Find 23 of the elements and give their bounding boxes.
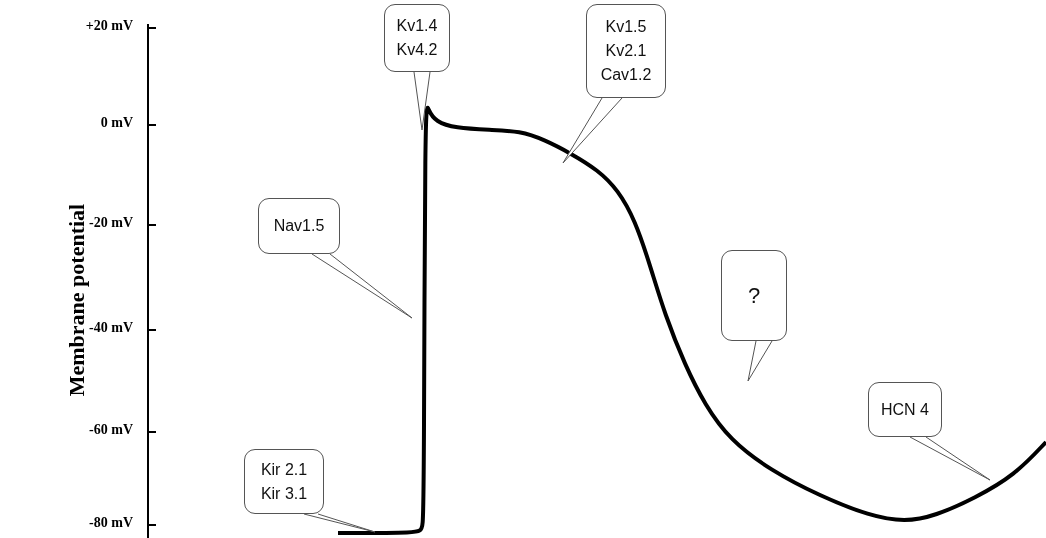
channel-label: HCN 4 <box>881 399 929 420</box>
channel-label: Kir 2.1 <box>260 459 308 480</box>
tick-label: -40 mV <box>89 320 133 336</box>
channel-label: ? <box>747 283 761 308</box>
tick-label: 0 mV <box>100 115 133 131</box>
channel-label: Kv2.1 <box>605 41 647 61</box>
channel-label: Nav1.5 <box>273 216 325 236</box>
tick-label: -20 mV <box>89 215 133 230</box>
callout-bubble <box>244 449 324 514</box>
channel-label: Kir 3.1 <box>260 483 308 504</box>
tick-label: -80 mV <box>89 515 133 531</box>
callout-bubble <box>384 4 450 72</box>
channel-label: Cav1.2 <box>600 65 652 85</box>
callout-bubble <box>258 198 340 254</box>
callout-bubble <box>868 382 942 437</box>
callout-bubble <box>586 4 666 98</box>
tick-label: +20 mV <box>85 18 133 34</box>
axis-title: Membrane potential <box>64 202 90 399</box>
tick-label: -60 mV <box>89 422 133 438</box>
channel-label: Kv4.2 <box>396 40 438 60</box>
callout-bubble <box>721 250 787 341</box>
channel-label: Kv1.4 <box>396 16 438 36</box>
channel-label: Kv1.5 <box>605 17 647 37</box>
